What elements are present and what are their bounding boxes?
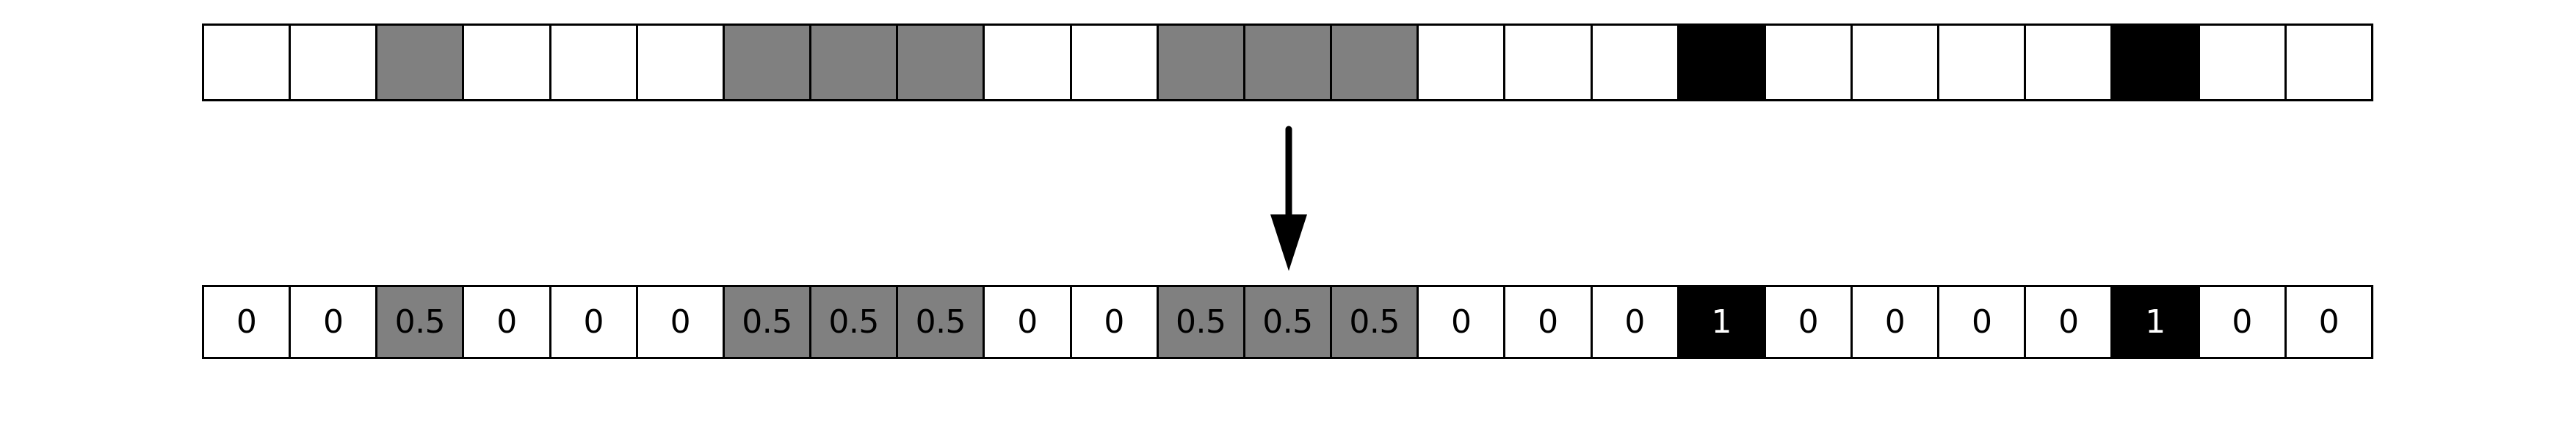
input-strip-cell (1419, 26, 1506, 99)
input-strip (202, 23, 2373, 101)
input-strip-cell (1505, 26, 1593, 99)
input-strip-cell (1245, 26, 1333, 99)
downward-arrow-icon (1256, 125, 1322, 275)
output-strip-cell: 0.5 (1332, 287, 1419, 357)
output-strip-cell: 0 (637, 287, 725, 357)
input-strip-cell (1158, 26, 1245, 99)
output-strip-cell: 0.5 (1158, 287, 1245, 357)
input-strip-cell (1592, 26, 1679, 99)
output-strip-cell: 0 (464, 287, 551, 357)
input-strip-cell (1852, 26, 1940, 99)
input-strip-cell (2286, 26, 2371, 99)
output-strip-cell: 0 (2199, 287, 2287, 357)
output-strip-cell: 1 (2113, 287, 2200, 357)
input-strip-cell (724, 26, 812, 99)
input-strip-cell (1071, 26, 1159, 99)
input-strip-cell (291, 26, 378, 99)
input-strip-cell (1332, 26, 1419, 99)
input-strip-cell (1765, 26, 1853, 99)
output-strip-cell: 0 (551, 287, 638, 357)
input-strip-cell (464, 26, 551, 99)
input-strip-cell (1679, 26, 1766, 99)
output-strip-cell: 0.5 (724, 287, 812, 357)
output-strip-cell: 0 (1071, 287, 1159, 357)
output-strip-cell: 0 (2026, 287, 2113, 357)
output-strip-cell: 0.5 (1245, 287, 1333, 357)
output-strip-cell: 0 (1592, 287, 1679, 357)
input-strip-cell (551, 26, 638, 99)
output-strip-cell: 0 (2286, 287, 2371, 357)
output-strip-cell: 0 (291, 287, 378, 357)
output-strip-cell: 0 (985, 287, 1072, 357)
input-strip-cell (811, 26, 899, 99)
output-strip-cell: 0 (1505, 287, 1593, 357)
output-strip-cell: 0 (1852, 287, 1940, 357)
input-strip-cell (2199, 26, 2287, 99)
output-strip-cell: 0.5 (377, 287, 465, 357)
input-strip-cell (898, 26, 985, 99)
input-strip-cell (2113, 26, 2200, 99)
input-strip-cell (204, 26, 292, 99)
output-strip-cell: 0.5 (898, 287, 985, 357)
input-strip-cell (2026, 26, 2113, 99)
output-strip-cell: 1 (1679, 287, 1766, 357)
output-strip-cell: 0 (1419, 287, 1506, 357)
input-strip-cell (985, 26, 1072, 99)
output-strip-cell: 0 (1765, 287, 1853, 357)
input-strip-cell (1939, 26, 2027, 99)
output-strip-cell: 0 (1939, 287, 2027, 357)
input-strip-cell (377, 26, 465, 99)
output-strip-cell: 0.5 (811, 287, 899, 357)
output-strip-cell: 0 (204, 287, 292, 357)
input-strip-cell (637, 26, 725, 99)
